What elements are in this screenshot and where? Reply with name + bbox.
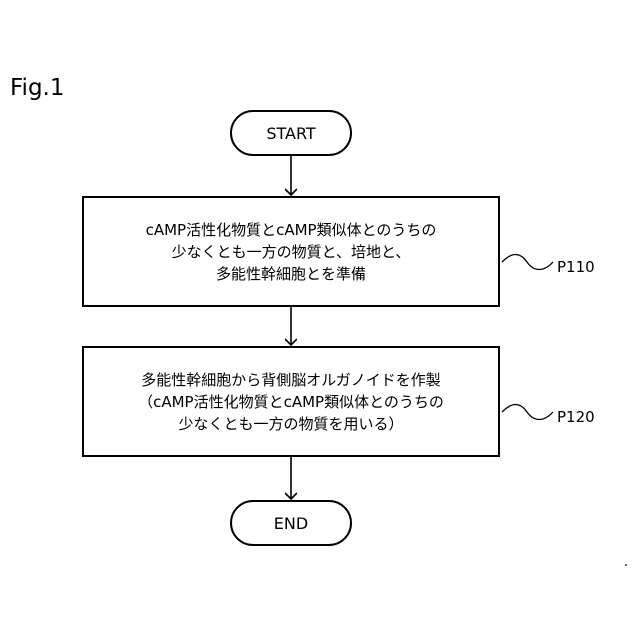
step-text-line: 多能性幹細胞とを準備	[216, 263, 366, 285]
end-label: END	[274, 514, 308, 533]
step-text-line: 少なくとも一方の物質を用いる）	[178, 413, 403, 435]
process-step-p120: 多能性幹細胞から背側脳オルガノイドを作製 （cAMP活性化物質とcAMP類似体と…	[82, 346, 500, 457]
step-text-line: cAMP活性化物質とcAMP類似体とのうちの	[146, 219, 437, 241]
step-text-line: 多能性幹細胞から背側脳オルガノイドを作製	[141, 369, 441, 391]
speck-dot	[625, 564, 627, 566]
start-terminal: START	[230, 110, 352, 156]
step-text-line: 少なくとも一方の物質と、培地と、	[172, 241, 411, 263]
step-text-line: （cAMP活性化物質とcAMP類似体とのうちの	[138, 391, 444, 413]
leader-line-p110	[502, 255, 553, 270]
leader-line-p120	[502, 405, 553, 420]
end-terminal: END	[230, 500, 352, 546]
process-step-p110: cAMP活性化物質とcAMP類似体とのうちの 少なくとも一方の物質と、培地と、 …	[82, 196, 500, 307]
reference-label-p110: P110	[557, 258, 595, 276]
reference-label-p120: P120	[557, 408, 595, 426]
start-label: START	[266, 124, 315, 143]
